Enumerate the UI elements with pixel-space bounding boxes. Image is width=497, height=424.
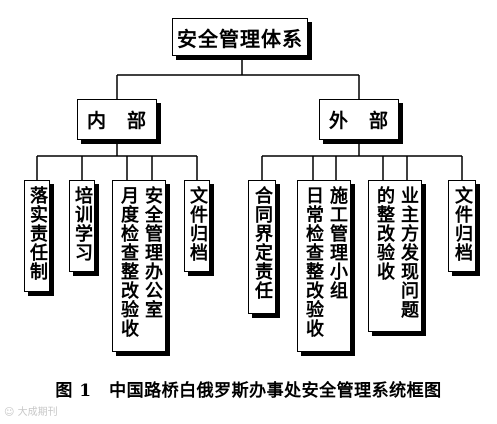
branch-internal: 内 部 <box>77 99 157 140</box>
figure-caption: 图 1 中国路桥白俄罗斯办事处安全管理系统框图 <box>55 381 442 401</box>
leaf-external-archive-label: 文件归档 <box>452 186 473 262</box>
leaf-monthly-inspection-label: 月度检查整改验收 <box>118 186 139 338</box>
leaf-responsibility-label: 落实责任制 <box>27 186 48 281</box>
leaf-external-archive: 文件归档 <box>448 180 476 272</box>
leaf-owner-issues: 的整改验收 业主方发现问题 <box>368 180 422 332</box>
watermark: ☺ 大成期刊 <box>4 407 58 418</box>
root-node: 安全管理体系 <box>172 18 308 56</box>
leaf-safety-office-label: 安全管理办公室 <box>142 186 163 319</box>
leaf-monthly-inspection-office: 月度检查整改验收 安全管理办公室 <box>112 180 166 352</box>
leaf-internal-archive-label: 文件归档 <box>187 186 208 262</box>
root-label: 安全管理体系 <box>177 26 303 51</box>
leaf-internal-archive: 文件归档 <box>184 180 210 272</box>
leaf-rectification-label: 的整改验收 <box>374 186 395 281</box>
branch-internal-label: 内 部 <box>86 110 147 132</box>
leaf-contract: 合同界定责任 <box>248 180 276 314</box>
leaf-construction-team-label: 施工管理小组 <box>327 186 348 300</box>
leaf-daily-inspection-label: 日常检查整改验收 <box>303 186 324 338</box>
leaf-training-label: 培训学习 <box>72 186 93 262</box>
leaf-responsibility: 落实责任制 <box>24 180 50 292</box>
branch-external-label: 外 部 <box>328 110 389 132</box>
leaf-contract-label: 合同界定责任 <box>252 186 273 300</box>
branch-external: 外 部 <box>319 99 399 140</box>
leaf-owner-issues-label: 业主方发现问题 <box>398 186 419 319</box>
leaf-daily-inspection-team: 日常检查整改验收 施工管理小组 <box>297 180 351 352</box>
leaf-training: 培训学习 <box>69 180 95 272</box>
